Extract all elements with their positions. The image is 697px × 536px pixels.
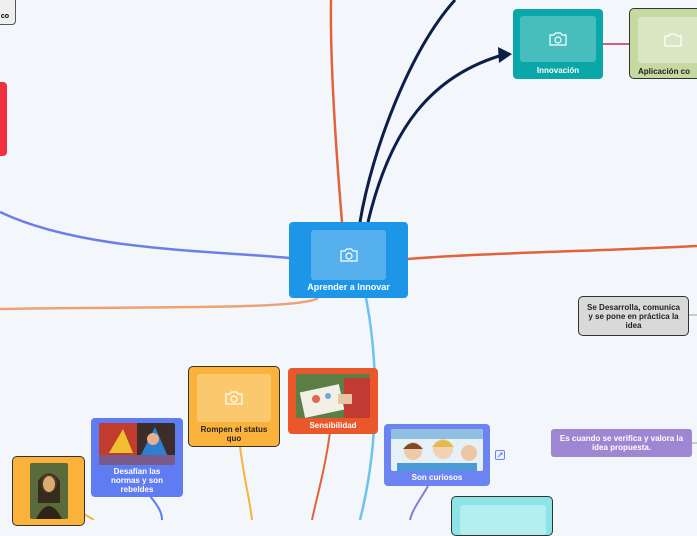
topic-innovacion[interactable]: Innovación bbox=[513, 9, 603, 79]
connector-curiosos bbox=[409, 485, 429, 520]
camera-icon bbox=[664, 33, 682, 47]
connector-right-orange bbox=[407, 244, 697, 261]
innovacion-label: Innovación bbox=[536, 66, 580, 75]
connector-innovacion bbox=[366, 52, 507, 223]
bottom-cyan-image-placeholder bbox=[460, 505, 546, 535]
connector-mona-lisa bbox=[83, 513, 95, 520]
connector-desafian bbox=[149, 495, 163, 520]
topic-bottom-cyan[interactable] bbox=[451, 496, 553, 536]
rompen-label: Rompen el status quo bbox=[200, 425, 268, 443]
aplicacion-image-placeholder bbox=[638, 17, 697, 63]
camera-icon bbox=[339, 248, 358, 262]
connector-left-blue bbox=[0, 210, 291, 260]
topic-mona-lisa[interactable] bbox=[12, 456, 85, 526]
topic-fragment-label: co bbox=[0, 13, 10, 20]
connector-arrow-head bbox=[498, 47, 512, 63]
topic-rompen[interactable]: Rompen el status quo bbox=[188, 366, 280, 447]
central-topic-label: Aprender a Innovar bbox=[307, 282, 390, 292]
rompen-image-placeholder bbox=[197, 374, 271, 422]
connector-rompen bbox=[239, 445, 253, 520]
topic-sensibilidad[interactable]: Sensibilidad bbox=[288, 368, 378, 434]
topic-curiosos[interactable]: Son curiosos bbox=[384, 424, 490, 486]
curiosos-label: Son curiosos bbox=[411, 473, 463, 482]
topic-aplicacion[interactable]: Aplicación co bbox=[629, 8, 697, 79]
external-link-icon[interactable] bbox=[495, 450, 505, 460]
topic-verifica[interactable]: Es cuando se verifica y valora la idea p… bbox=[551, 429, 692, 457]
camera-icon bbox=[549, 32, 567, 46]
topic-fragment-red[interactable] bbox=[0, 82, 7, 156]
desafian-label: Desafían las normas y son rebeldes bbox=[110, 467, 163, 494]
central-topic[interactable]: Aprender a Innovar bbox=[289, 222, 408, 298]
sensibilidad-photo bbox=[296, 374, 370, 418]
topic-desarrolla[interactable]: Se Desarrolla, comunica y se pone en prá… bbox=[578, 296, 689, 336]
curiosos-photo bbox=[391, 429, 483, 471]
connector-left-peach bbox=[0, 296, 319, 311]
connector-top-navy bbox=[358, 0, 457, 223]
camera-icon bbox=[225, 391, 243, 405]
innovacion-image-placeholder bbox=[520, 16, 596, 62]
verifica-label: Es cuando se verifica y valora la idea p… bbox=[559, 434, 684, 452]
desafian-photo bbox=[99, 423, 175, 465]
topic-desafian[interactable]: Desafían las normas y son rebeldes bbox=[91, 418, 183, 497]
central-image-placeholder bbox=[311, 230, 386, 280]
connector-sensibilidad bbox=[311, 431, 331, 520]
desarrolla-label: Se Desarrolla, comunica y se pone en prá… bbox=[587, 303, 680, 330]
aplicacion-label: Aplicación co bbox=[638, 67, 691, 76]
topic-fragment-top-left[interactable]: co bbox=[0, 0, 16, 25]
sensibilidad-label: Sensibilidad bbox=[309, 421, 357, 430]
mona-lisa-photo bbox=[30, 463, 68, 519]
connector-top-orange bbox=[329, 0, 344, 223]
